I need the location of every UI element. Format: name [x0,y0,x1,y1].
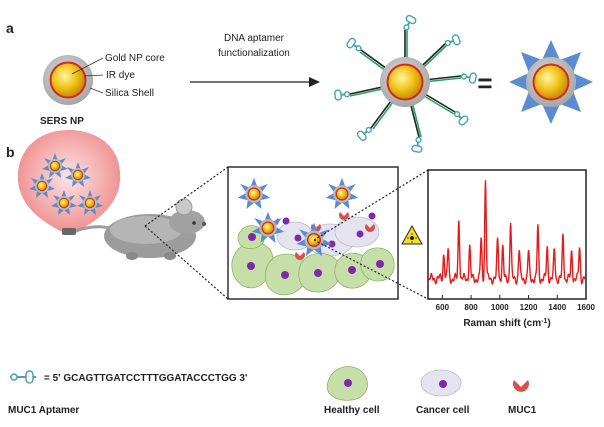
label-silica-shell: Silica Shell [105,88,154,99]
legend-muc1-icon [513,380,529,392]
functionalized-nanoparticle [333,13,478,154]
injection-balloon [17,130,121,235]
zoom-lines-left [144,166,229,300]
label-gold-core: Gold NP core [105,53,165,64]
panel-b-letter: b [6,144,15,160]
mouse [62,198,206,260]
spectrum-tick-label: 1600 [577,303,595,312]
core-leader [71,57,104,75]
shell-leader [89,87,104,94]
label-ir-dye: IR dye [106,70,135,81]
legend-cancer-label: Cancer cell [416,405,470,416]
equals-sign: = [477,68,492,98]
spectrum-x-label: Raman shift (cm-1) [463,318,550,330]
raman-spectrum: 600 800 1000 1200 1400 1600 Raman shift (cm-1… [427,169,595,330]
simplified-nanoparticle [509,40,593,124]
laser-warning-icon [401,224,423,245]
label-sers-np: SERS NP [40,116,84,127]
spectrum-tick-label: 800 [464,303,478,312]
spectrum-tick-label: 1400 [548,303,566,312]
aptamer-sequence: = 5' GCAGTTGATCCTTTGGATACCCTGG 3' [44,373,247,384]
spectrum-x-ticks: 600 800 1000 1200 1400 1600 [436,295,595,312]
legend-cancer-cell [420,369,462,397]
spectrum-tick-label: 600 [436,303,450,312]
dye-leader [83,74,104,77]
sers-nanoparticle [43,55,93,105]
legend-healthy-cell [326,366,368,401]
arrow-text-line1: DNA aptamer [224,33,285,44]
legend-aptamer-label: MUC1 Aptamer [8,405,79,416]
spectrum-tick-label: 1200 [520,303,538,312]
legend-healthy-label: Healthy cell [324,405,380,416]
tissue-cells [231,177,395,296]
spectrum-tick-label: 1000 [491,303,509,312]
panel-a-letter: a [6,20,14,36]
legend-muc1-label: MUC1 [508,405,537,416]
arrow-text-line2: functionalization [218,48,290,59]
legend-aptamer-icon [10,370,36,384]
functionalization-arrow [190,77,320,87]
spectrum-line [428,180,587,286]
zoom-line-spectrum-bottom [313,239,429,300]
